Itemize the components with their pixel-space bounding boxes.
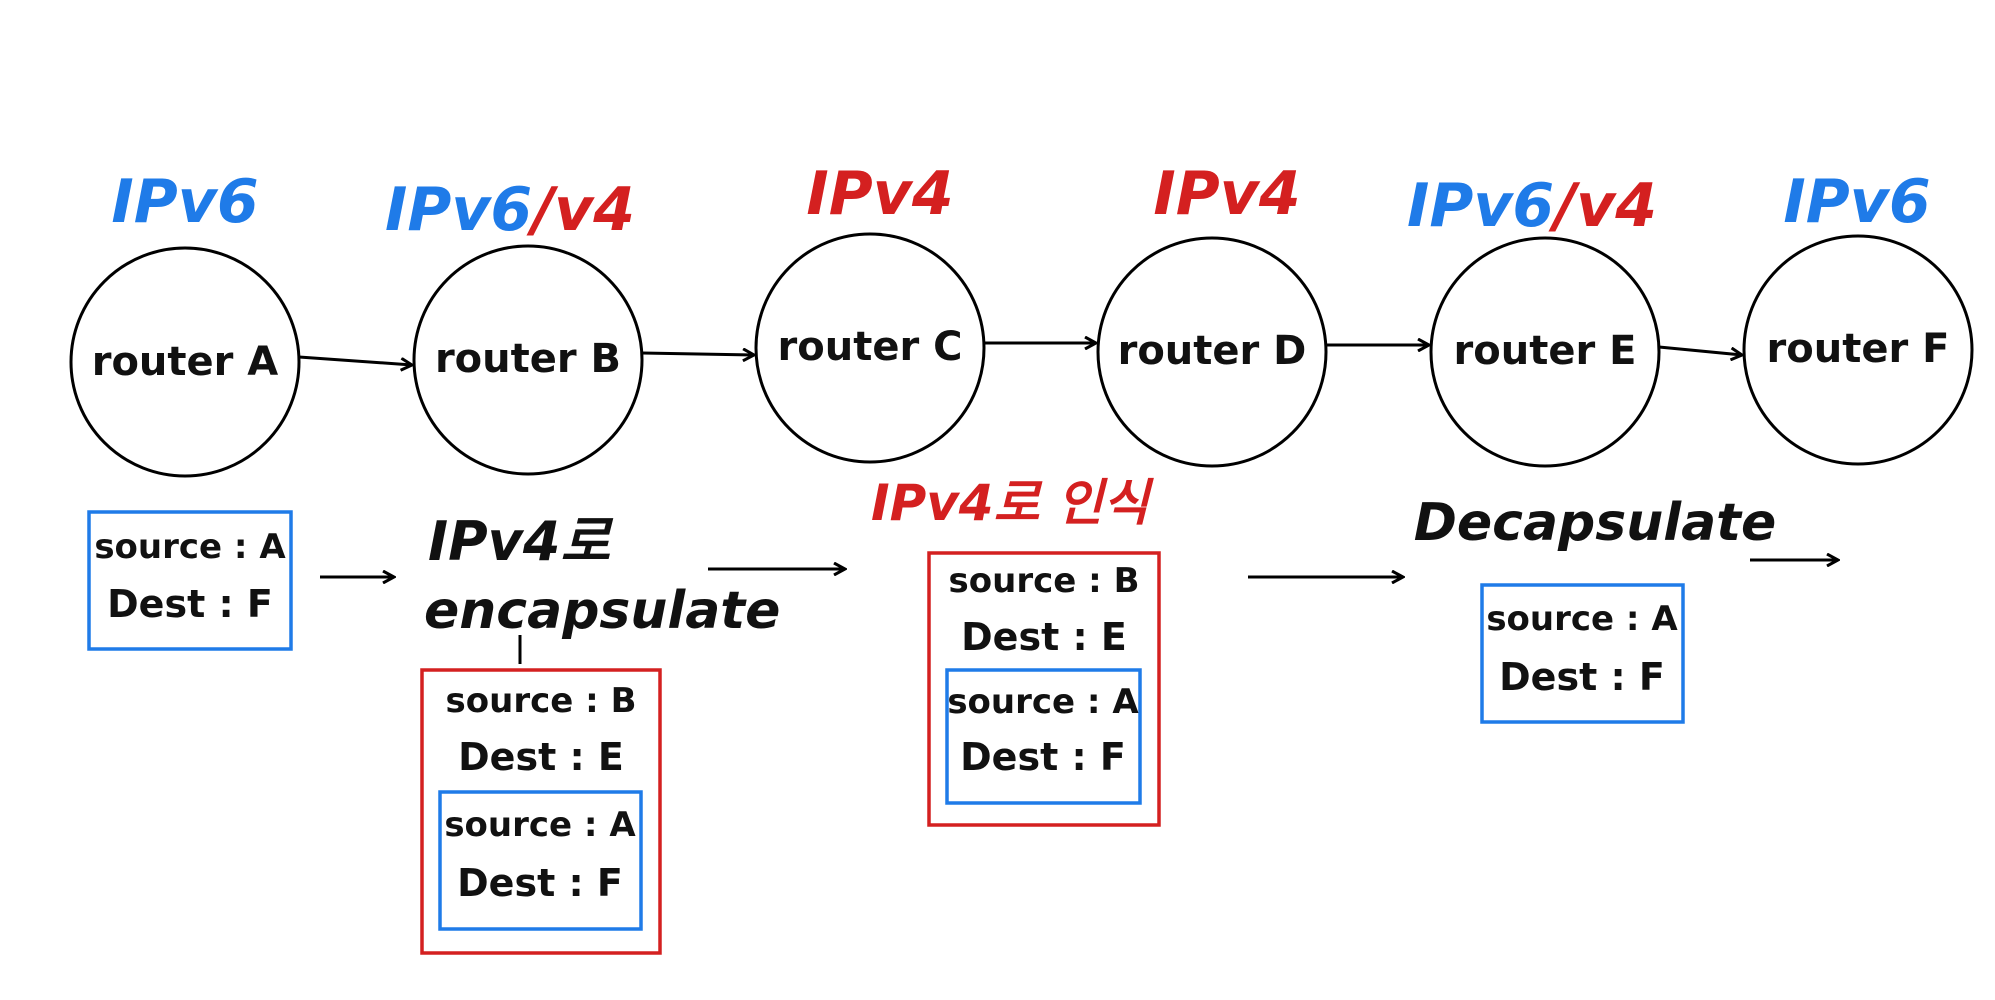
router-label-a: router A	[92, 339, 279, 385]
protocol-label-e: IPv6/v4	[1407, 171, 1657, 241]
outer-source-text: source : B	[446, 681, 637, 721]
router-node-c: router C	[754, 232, 986, 464]
encapsulate-caption-line1: IPv4로	[428, 510, 613, 573]
router-node-b: router B	[412, 244, 644, 476]
protocol-label-b: IPv6/v4	[385, 175, 635, 245]
inner-source-text: source : A	[947, 682, 1139, 722]
router-node-d: router D	[1096, 236, 1328, 468]
packet-source-text: source : A	[94, 527, 286, 567]
inner-source-text: source : A	[444, 805, 636, 845]
link-arrow-b-c	[641, 353, 754, 355]
decapsulate-caption: Decapsulate	[1414, 493, 1777, 553]
router-node-e: router E	[1429, 236, 1661, 468]
outer-source-text: source : B	[949, 561, 1140, 601]
packet-ipv6-stage-e: source : A Dest : F	[1480, 583, 1685, 724]
packet-source-text: source : A	[1486, 599, 1678, 639]
router-node-f: router F	[1742, 234, 1974, 466]
protocol-label-d: IPv4	[1153, 159, 1300, 229]
outer-dest-text: Dest : E	[458, 735, 624, 779]
inner-dest-text: Dest : F	[960, 735, 1126, 779]
outer-dest-text: Dest : E	[961, 615, 1127, 659]
packet-encapsulated-stage-c: source : B Dest : E source : A Dest : F	[927, 551, 1161, 827]
packet-ipv6-stage-a: source : A Dest : F	[87, 510, 293, 651]
router-label-b: router B	[435, 336, 621, 382]
packet-dest-text: Dest : F	[1499, 655, 1665, 699]
protocol-label-c: IPv4	[806, 159, 953, 229]
router-label-e: router E	[1454, 328, 1637, 374]
protocol-label-f: IPv6	[1783, 167, 1930, 237]
packet-encapsulated-stage-b: source : B Dest : E source : A Dest : F	[420, 668, 662, 955]
router-label-d: router D	[1118, 328, 1307, 374]
link-arrow-a-b	[298, 355, 412, 365]
link-arrow-e-f	[1658, 345, 1742, 355]
router-label-c: router C	[778, 324, 963, 370]
packet-dest-text: Dest : F	[107, 582, 273, 626]
encapsulate-caption-line2: encapsulate	[424, 581, 780, 641]
router-node-a: router A	[69, 246, 301, 478]
inner-dest-text: Dest : F	[457, 861, 623, 905]
ipv4-recognized-caption: IPv4로 인식	[871, 474, 1154, 532]
protocol-label-a: IPv6	[111, 167, 258, 237]
router-label-f: router F	[1767, 326, 1950, 372]
